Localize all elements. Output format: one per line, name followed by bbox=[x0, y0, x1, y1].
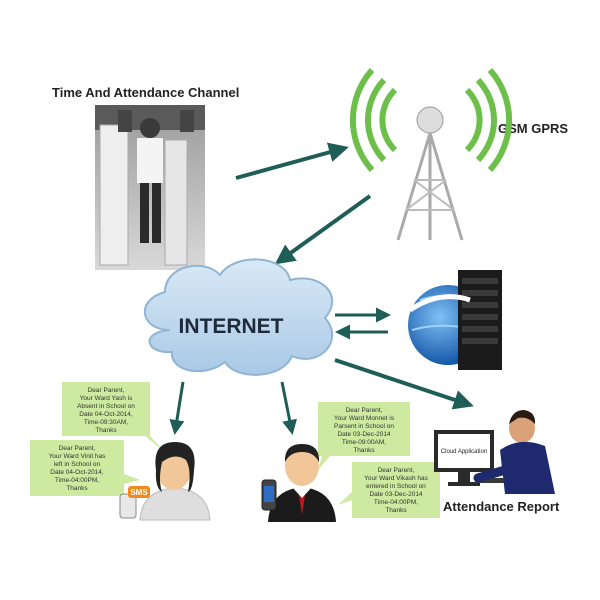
bubble-4-line-6: Thanks bbox=[385, 507, 407, 514]
bubble-4-line-5: Time-04:00PM, bbox=[374, 499, 418, 506]
bubble-4-line-4: Date 03-Dec-2014 bbox=[369, 491, 422, 498]
sms-bubble-4: Dear Parent, Your Ward Vikash has entere… bbox=[338, 462, 440, 518]
operator-at-computer: Cloud Application bbox=[434, 410, 555, 494]
bubble-2-line-5: Time-04:00PM, bbox=[55, 477, 99, 484]
sms-bubble-1: Dear Parent, Your Ward Yash is Absent in… bbox=[62, 382, 165, 452]
bubble-1-line-4: Date 04-Oct-2014, bbox=[79, 411, 133, 418]
bubble-1-line-3: Absent in School on bbox=[77, 403, 135, 410]
server-globe-icon bbox=[408, 270, 502, 370]
bubble-1-line-2: Your Ward Yash is bbox=[80, 395, 133, 402]
bubble-2-line-2: Your Ward Vinit has bbox=[49, 453, 107, 460]
bubble-3-line-4: Date 03-Dec-2014 bbox=[337, 431, 390, 438]
bubble-2-line-1: Dear Parent, bbox=[59, 445, 96, 452]
arrow-internet-to-report bbox=[334, 358, 474, 410]
attendance-report-label: Attendance Report bbox=[443, 499, 560, 514]
parent-mother-avatar bbox=[139, 442, 211, 521]
arrow-gsm-to-internet bbox=[274, 194, 372, 265]
sms-phone-icon-2 bbox=[261, 479, 277, 511]
parent-father-avatar bbox=[268, 444, 336, 522]
bubble-2-line-3: left in School on bbox=[54, 461, 101, 468]
bubble-1-line-1: Dear Parent, bbox=[88, 387, 125, 394]
bubble-3-line-1: Dear Parent, bbox=[346, 407, 383, 414]
bubble-2-line-4: Date 04-Oct-2014, bbox=[50, 469, 104, 476]
arrow-photo-to-gsm bbox=[235, 142, 349, 180]
arrow-internet-to-parent-2 bbox=[280, 381, 298, 435]
bubble-4-line-1: Dear Parent, bbox=[378, 467, 415, 474]
bubble-3-line-2: Your Ward Monnet is bbox=[334, 415, 395, 422]
internet-cloud bbox=[144, 258, 333, 376]
cloud-application-label: Cloud Application bbox=[441, 449, 487, 455]
bubble-2-line-6: Thanks bbox=[66, 485, 88, 492]
gsm-label: GSM GPRS bbox=[498, 121, 569, 136]
sms-bubble-3: Dear Parent, Your Ward Monnet is Parsent… bbox=[318, 402, 410, 470]
bubble-1-line-6: Thanks bbox=[95, 427, 117, 434]
bubble-4-line-3: entered in School on bbox=[366, 483, 426, 490]
bubble-3-line-6: Thanks bbox=[353, 447, 375, 454]
arrow-internet-to-parent-1 bbox=[169, 381, 185, 435]
internet-label: INTERNET bbox=[179, 315, 284, 338]
turnstile-photo bbox=[95, 105, 205, 270]
sms-badge-label-1: SMS bbox=[130, 488, 148, 497]
bubble-3-line-3: Parsent in School on bbox=[334, 423, 394, 430]
bubble-4-line-2: Your Ward Vikash has bbox=[364, 475, 428, 482]
bubble-3-line-5: Time-09:00AM, bbox=[342, 439, 386, 446]
gsm-tower-icon bbox=[349, 68, 513, 241]
sms-bubble-2: Dear Parent, Your Ward Vinit has left in… bbox=[30, 440, 140, 496]
bubble-1-line-5: Time-09:30AM, bbox=[84, 419, 128, 426]
sms-phone-icon-1: SMS bbox=[119, 486, 150, 519]
time-attendance-label: Time And Attendance Channel bbox=[52, 85, 240, 100]
